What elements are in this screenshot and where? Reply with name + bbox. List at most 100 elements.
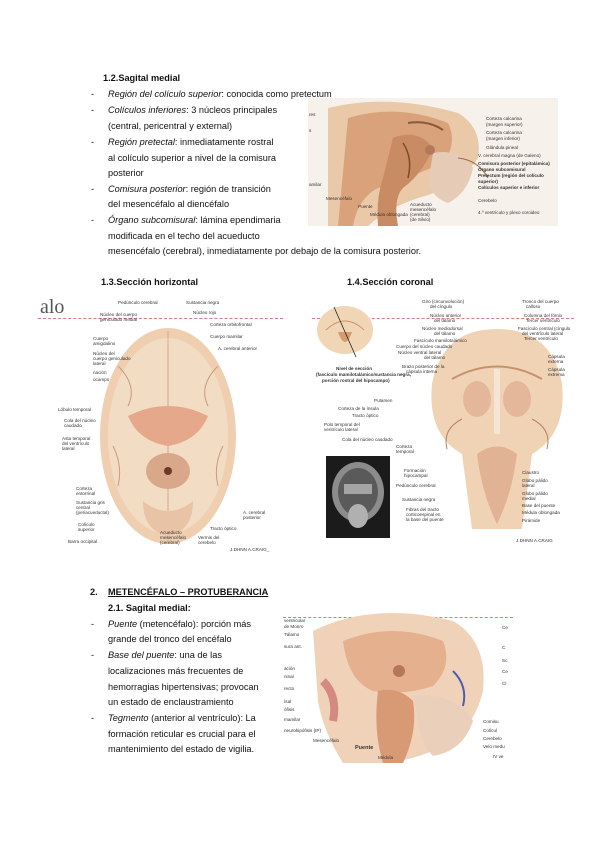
- item-continuation: mantenimiento del estado de vigilia.: [108, 744, 255, 754]
- figure-label: Núcleo del: [93, 351, 115, 356]
- figure-label: medial: [522, 496, 536, 501]
- figure-label: Médula oblongada: [522, 510, 560, 515]
- figure-label: Órgano subcomisural: [478, 167, 526, 172]
- item-continuation: un estado de enclaustramiento: [108, 697, 234, 707]
- figure-label: Giro (circunvolución): [422, 299, 465, 304]
- item-term: Tegmento: [108, 713, 149, 723]
- figure-label: Cápsula: [548, 354, 565, 359]
- figure-label: Claustro: [522, 470, 540, 475]
- figure-label: Columna del fórnix: [524, 313, 563, 318]
- figure-label: Colícul: [483, 728, 498, 733]
- section-21-subtitle: 2.1. Sagital medial:: [108, 603, 191, 613]
- figure-label: Tracto óptico: [210, 526, 237, 531]
- inset-caption: porción rostral del hipocampo): [322, 378, 390, 383]
- figure-label: (margen inferior): [486, 136, 520, 141]
- item-continuation: posterior: [108, 168, 144, 178]
- item-text: : una de las: [174, 650, 222, 660]
- figure-label: A. cerebral: [243, 510, 266, 515]
- figure-corner-text: alo: [40, 296, 65, 318]
- divider: [38, 318, 283, 319]
- figure-label: Cápsula: [548, 367, 565, 372]
- figure-label: extrema: [548, 372, 565, 377]
- item-term: Colículos inferiores: [108, 105, 187, 115]
- item-term: Comisura posterior: [108, 184, 186, 194]
- list-dash: -: [91, 215, 95, 225]
- figure-label: Pedúnculo cerebral: [396, 483, 436, 488]
- figure-label: Cerebelo: [478, 198, 497, 203]
- figure-label: ísal: [284, 699, 292, 704]
- figure-label: IV ve: [493, 754, 504, 759]
- figure-label: Tercer ventrículo: [526, 318, 560, 323]
- figure-label: sura ant.: [284, 644, 302, 649]
- figure-label: Acueducto: [410, 202, 432, 207]
- figure-label: Acueducto: [160, 530, 182, 535]
- figure-label: Núcleo ventral lateral: [398, 350, 442, 355]
- figure-label: Sustancia gris: [76, 500, 105, 505]
- figure-label: Tronco del cuerpo: [522, 299, 559, 304]
- figure-label: Cola del núcleo: [64, 418, 96, 423]
- figure-label: del ventrículo: [62, 441, 90, 446]
- figure-label: Corteza: [76, 486, 93, 491]
- mri-scan-image: [326, 456, 390, 538]
- sagittal-pons-figure: ventricular de Monro Tálamo sura ant. ac…: [283, 611, 513, 763]
- figure-label: mesencéfalo: [410, 207, 437, 212]
- figure-label: Cuerpo mamilar: [210, 334, 243, 339]
- figure-label: lateral: [62, 446, 75, 451]
- figure-label: Tálamo: [284, 632, 300, 637]
- list-item: Puente (metencéfalo): porción más: [108, 617, 251, 632]
- list-dash: -: [91, 619, 95, 629]
- item-text: : inmediatamente rostral: [174, 137, 274, 147]
- figure-label: cápsula interna: [406, 369, 438, 374]
- figure-label: Globo pálido: [522, 478, 548, 483]
- figure-label: Ce: [502, 669, 508, 674]
- figure-label: ventrículo lateral: [324, 427, 358, 432]
- figure-label: Lóbulo temporal: [58, 407, 91, 412]
- figure-label: Tracto óptico: [352, 413, 379, 418]
- item-text: (anterior al ventrículo): La: [148, 713, 256, 723]
- figure-label: C: [502, 645, 506, 650]
- item-continuation: formación reticular es crucial para el: [108, 729, 256, 739]
- figure-credit: J.DHNN A.CRAIG_: [230, 547, 270, 552]
- figure-label: ación: [284, 666, 295, 671]
- figure-label: 4.º ventrículo y plexo coroideo: [478, 210, 540, 215]
- figure-label: ventricular: [284, 618, 306, 623]
- figure-label: Tercer ventrículo: [524, 336, 558, 341]
- figure-label: (periacueductal): [76, 510, 109, 515]
- figure-label: ófisis: [284, 707, 295, 712]
- figure-label: geniculado medial: [100, 317, 138, 322]
- item-term: Región del colículo superior: [108, 89, 222, 99]
- figure-label: Colículos superior e inferior: [478, 185, 540, 190]
- list-dash: -: [91, 184, 95, 194]
- coronal-brain-illustration: [431, 329, 563, 529]
- figure-label: Colículo: [78, 522, 95, 527]
- figure-label: s: [309, 128, 312, 133]
- figure-label: externa: [548, 359, 564, 364]
- item-text: : región de transición: [185, 184, 271, 194]
- section-12-title: 1.2.Sagital medial: [103, 73, 181, 83]
- figure-label: Pirámide: [522, 518, 541, 523]
- coronal-section-figure: Nivel de sección (fascículo mamilotalámi…: [312, 296, 574, 546]
- figure-label: nación: [93, 370, 107, 375]
- list-item: Región del colículo superior: conocida c…: [108, 87, 332, 102]
- figure-label: Corteza de la ínsula: [338, 406, 379, 411]
- figure-label: (cerebral): [410, 212, 430, 217]
- figure-label: A. cerebral anterior: [218, 346, 258, 351]
- item-term: Base del puente: [108, 650, 175, 660]
- figure-label: amigdalino: [93, 341, 116, 346]
- figure-label: Base del puente: [522, 503, 556, 508]
- inset-brain-illustration: [317, 306, 373, 358]
- list-item: Región pretectal: inmediatamente rostral: [108, 135, 273, 150]
- figure-label: Corteza calcarina: [486, 116, 522, 121]
- figure-label: Fibras del tracto: [406, 507, 439, 512]
- horizontal-section-figure: alo Pedúnculo cerebral Núcleo del cuerpo…: [38, 296, 283, 554]
- list-item: Comisura posterior: región de transición: [108, 182, 271, 197]
- item-text: : conocida como pretectum: [221, 89, 332, 99]
- figure-label: Formación: [404, 468, 426, 473]
- figure-label: (cerebral): [160, 540, 180, 545]
- figure-label: Corteza: [396, 444, 413, 449]
- figure-label: Núcleo del cuerpo: [100, 312, 138, 317]
- figure-label: Brazo posterior de la: [402, 364, 445, 369]
- figure-label: Cuerpo: [93, 336, 109, 341]
- inset-caption: (fascículo mamilotalámico/sustancia negr…: [316, 372, 411, 377]
- inset-caption: Nivel de sección: [336, 366, 373, 371]
